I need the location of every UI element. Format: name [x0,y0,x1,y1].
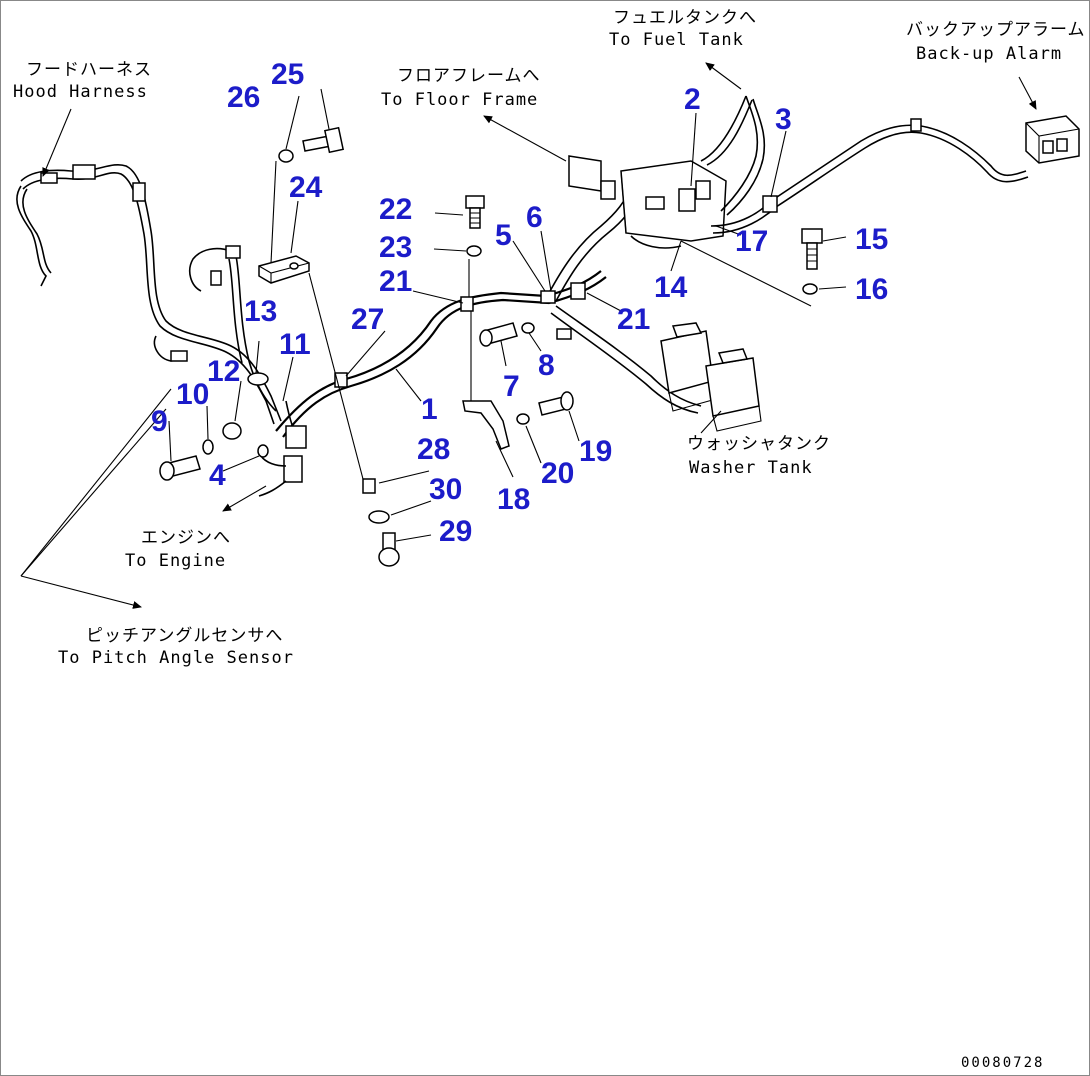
connector-8 [556,328,572,340]
engine-en: To Engine [125,551,226,571]
callout-18: 18 [497,483,530,516]
washer-23 [466,245,482,257]
bolt-19 [538,391,574,416]
branch-harness [189,245,277,412]
clamp-5 [540,290,556,304]
bolt-22 [465,195,485,229]
washer-8 [521,322,535,334]
clip-28 [362,478,376,494]
callout-25: 25 [271,58,304,91]
backup-alarm-en: Back-up Alarm [916,44,1062,64]
clamp-21b [570,282,586,300]
callout-29: 29 [439,515,472,548]
sensor-connector [170,350,188,362]
callout-11: 11 [279,328,311,361]
fuel-tank-jp: フュエルタンクへ [613,8,757,28]
callout-7: 7 [503,370,520,403]
callout-12: 12 [207,355,240,388]
callout-30: 30 [429,473,462,506]
bolt-25 [302,126,345,154]
bolt-9 [159,455,201,481]
leaders [20,62,1037,609]
callout-16: 16 [855,273,888,306]
callout-numbers: 1 2 3 4 5 6 7 8 9 10 11 12 13 14 15 16 1… [151,58,888,548]
backup-alarm-jp: バックアップアラーム [906,20,1086,40]
callout-24: 24 [289,171,323,204]
branch-connector [225,245,241,259]
callout-14: 14 [654,271,688,304]
floor-frame-en: To Floor Frame [381,90,538,110]
engine-jp: エンジンへ [141,528,231,548]
callout-17: 17 [735,225,768,258]
washer-20 [516,413,530,425]
pitch-sensor-jp: ピッチアングルセンサへ [86,626,283,646]
hood-harness-en: Hood Harness [13,82,148,102]
drawing-code: 00080728 [961,1055,1044,1071]
washer-30 [368,510,390,524]
annotation-labels: フードハーネス Hood Harness フロアフレームへ To Floor F… [13,8,1086,1071]
washer-tank-en: Washer Tank [689,458,813,478]
bolt-15 [801,228,823,270]
pitch-sensor-en: To Pitch Angle Sensor [58,648,294,668]
hood-connector-2 [72,164,96,180]
callout-22: 22 [379,193,412,226]
callout-10: 10 [176,378,209,411]
connector-3 [762,195,778,213]
callout-4: 4 [209,459,226,492]
leader-16-line [680,240,812,307]
hood-harness [16,164,282,425]
callout-13: 13 [244,295,277,328]
bracket-24 [258,255,310,284]
callout-26: 26 [227,81,260,114]
callout-6: 6 [526,201,543,234]
washer-tank-2 [705,348,762,432]
floor-frame-jp: フロアフレームへ [397,66,541,86]
callout-15: 15 [855,223,888,256]
alarm-cable [710,118,1029,234]
callout-27: 27 [351,303,384,336]
clamp-21 [460,296,474,312]
engine-connector [257,400,307,497]
callout-21-right: 21 [617,303,650,336]
callout-19: 19 [579,435,612,468]
relay-bracket-2 [568,95,766,249]
connector-block-2 [283,455,303,483]
callout-3: 3 [775,103,792,136]
bolt-29 [378,532,400,567]
washer-tank-jp: ウォッシャタンク [687,434,831,454]
backup-alarm [1025,115,1080,164]
bracket-18 [462,311,510,450]
hood-harness-jp: フードハーネス [26,60,152,80]
callout-28: 28 [417,433,450,466]
callout-1: 1 [421,393,438,426]
callout-23: 23 [379,231,412,264]
washer-10 [202,439,214,455]
callout-2: 2 [684,83,701,116]
callout-20: 20 [541,457,574,490]
terminal [257,444,269,458]
washer-16 [802,283,818,295]
branch-connector-2 [210,270,222,286]
connector-block [285,425,307,449]
fuel-tank-en: To Fuel Tank [609,30,744,50]
washer-tank-1 [660,322,717,412]
bolt-7 [479,322,518,347]
clip [132,182,146,202]
callout-5: 5 [495,219,512,252]
callout-8: 8 [538,349,555,382]
washer-26 [278,149,294,163]
callout-21-left: 21 [379,265,412,298]
grommet [247,372,269,386]
callout-9: 9 [151,405,168,438]
main-harness [275,185,702,438]
washer-12 [222,422,242,440]
